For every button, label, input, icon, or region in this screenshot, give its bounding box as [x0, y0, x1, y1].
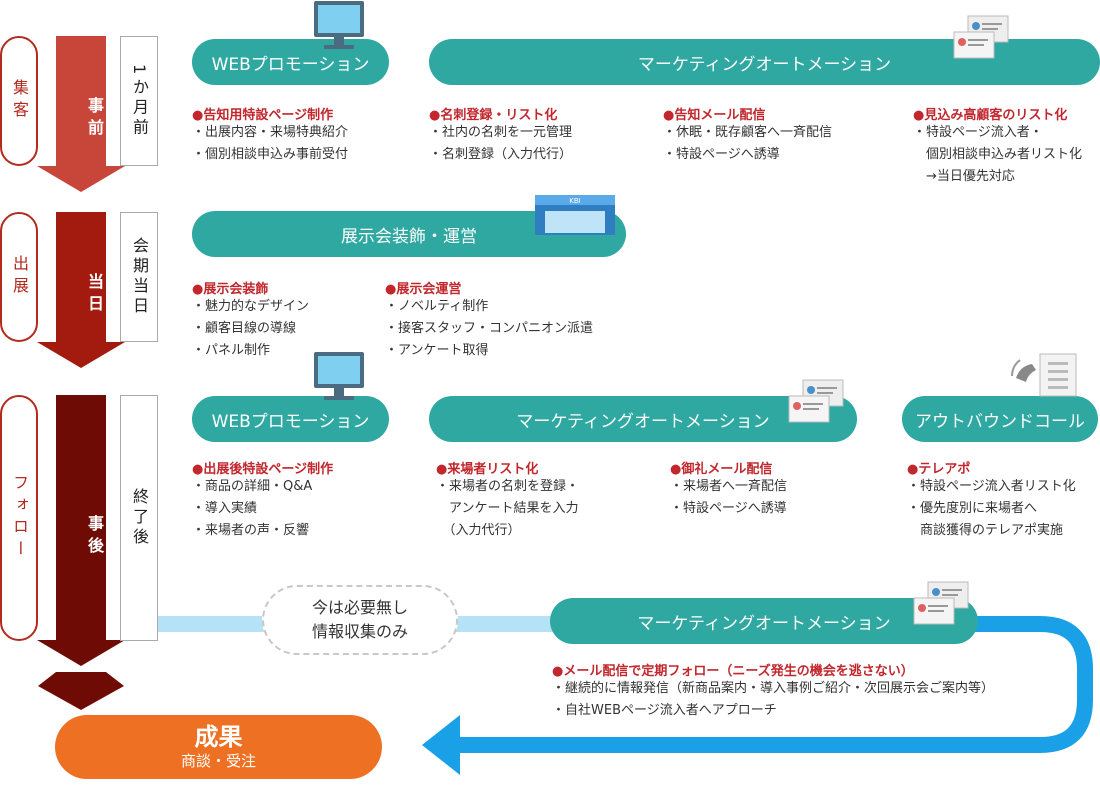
- section-list-prospect-list: ・特設ページ流入者・ 個別相談申込み者リスト化 →当日優先対応: [913, 122, 1082, 188]
- list-item: ・接客スタッフ・コンパニオン派遣: [385, 321, 594, 336]
- list-item: ・来場者の名刺を登録・: [436, 479, 580, 494]
- section-list-booth-design: ・魅力的なデザイン ・顧客目線の導線 ・パネル制作: [192, 296, 309, 362]
- list-item: ・特設ページ流入者リスト化: [907, 479, 1076, 494]
- section-title-visitor-list: ●来場者リスト化: [436, 462, 539, 477]
- list-item: （入力代行）: [436, 523, 521, 538]
- list-item: ・商品の詳細・Q&A: [192, 479, 313, 494]
- phase-label-shukyaku: 集客: [0, 36, 38, 166]
- section-list-card-registration: ・社内の名刺を一元管理 ・名刺登録（入力代行）: [429, 122, 572, 166]
- section-title-prospect-list: ●見込み高顧客のリスト化: [913, 108, 1068, 123]
- goal-result: 成果 商談・受注: [55, 715, 382, 779]
- list-item: ・自社WEBページ流入者へアプローチ: [552, 703, 777, 718]
- arrow-jigo: [37, 395, 125, 666]
- timing-jizen: 事前: [85, 97, 104, 141]
- list-item: ・ノベルティ制作: [385, 299, 489, 314]
- list-item: ・個別相談申込み事前受付: [192, 147, 349, 162]
- section-list-booth-operation: ・ノベルティ制作 ・接客スタッフ・コンパニオン派遣 ・アンケート取得: [385, 296, 593, 362]
- monitor-icon: [314, 352, 364, 400]
- arrow-jizen: [37, 36, 125, 192]
- list-item: ・継続的に情報発信（新商品案内・導入事例ご紹介・次回展示会ご案内等）: [552, 681, 995, 696]
- exhibition-booth-icon: KBI: [535, 195, 615, 235]
- list-item: ・魅力的なデザイン: [192, 299, 310, 314]
- when-1month-before: 1か月前: [120, 36, 158, 166]
- svg-text:KBI: KBI: [569, 197, 580, 205]
- when-event-day: 会期当日: [120, 212, 158, 342]
- timing-toujitsu: 当日: [85, 273, 104, 317]
- section-list-thanks-mail: ・来場者へ一斉配信 ・特設ページへ誘導: [670, 476, 787, 520]
- not-needed-bubble: 今は必要無し 情報収集のみ: [262, 585, 458, 655]
- section-title-regular-follow: ●メール配信で定期フォロー（ニーズ発生の機会を逃さない）: [552, 664, 914, 679]
- goal-title: 成果: [194, 723, 243, 751]
- list-item: ・出展内容・来場特典紹介: [192, 125, 349, 140]
- timing-arrows: [37, 36, 125, 710]
- list-item: ・来場者の声・反響: [192, 523, 310, 538]
- list-item: 商談獲得のテレアポ実施: [907, 523, 1064, 538]
- not-needed-line1: 今は必要無し: [311, 598, 408, 617]
- section-list-announce-page: ・出展内容・来場特典紹介 ・個別相談申込み事前受付: [192, 122, 348, 166]
- when-after: 終了後: [120, 395, 158, 641]
- section-list-regular-follow: ・継続的に情報発信（新商品案内・導入事例ご紹介・次回展示会ご案内等） ・自社WE…: [552, 678, 994, 722]
- return-flow-line: [460, 616, 1093, 753]
- arrow-to-goal: [38, 672, 124, 710]
- timing-jigo: 事後: [85, 515, 104, 559]
- goal-subtitle: 商談・受注: [180, 752, 256, 770]
- list-item: ・名刺登録（入力代行）: [429, 147, 573, 162]
- section-list-announce-mail: ・休眠・既存顧客へ一斉配信 ・特設ページへ誘導: [663, 122, 832, 166]
- phone-checklist-icon: [1011, 353, 1077, 397]
- pill-outbound-call: アウトバウンドコール: [902, 396, 1098, 442]
- business-card-icon: [953, 15, 1009, 59]
- section-title-thanks-mail: ●御礼メール配信: [670, 462, 773, 477]
- section-list-teleappo: ・特設ページ流入者リスト化 ・優先度別に来場者へ 商談獲得のテレアポ実施: [907, 476, 1076, 542]
- list-item: アンケート結果を入力: [436, 501, 579, 516]
- arrow-toujitsu: [37, 212, 125, 368]
- list-item: ・パネル制作: [192, 343, 271, 358]
- section-list-after-page: ・商品の詳細・Q&A ・導入実績 ・来場者の声・反響: [192, 476, 312, 542]
- monitor-icon: [314, 1, 364, 49]
- business-card-icon: [788, 379, 844, 423]
- list-item: ・社内の名刺を一元管理: [429, 125, 573, 140]
- pill-marketing-automation-3: マーケティングオートメーション: [550, 598, 978, 644]
- section-title-announce-mail: ●告知メール配信: [663, 108, 766, 123]
- phase-label-shutten: 出展: [0, 212, 38, 342]
- list-item: ・特設ページへ誘導: [663, 147, 780, 162]
- list-item: ・優先度別に来場者へ: [907, 501, 1038, 516]
- list-item: ・来場者へ一斉配信: [670, 479, 788, 494]
- list-item: ・特設ページ流入者・: [913, 125, 1043, 140]
- section-title-after-page: ●出展後特設ページ制作: [192, 462, 334, 477]
- section-title-booth-design: ●展示会装飾: [192, 282, 269, 297]
- list-item: ・休眠・既存顧客へ一斉配信: [663, 125, 833, 140]
- list-item: ・アンケート取得: [385, 343, 489, 358]
- list-item: ・特設ページへ誘導: [670, 501, 787, 516]
- list-item: 個別相談申込み者リスト化: [913, 147, 1083, 162]
- list-item: ・顧客目線の導線: [192, 321, 297, 336]
- list-item: →当日優先対応: [913, 169, 1015, 184]
- business-card-icon: [913, 581, 969, 625]
- section-title-card-registration: ●名刺登録・リスト化: [429, 108, 558, 123]
- section-title-teleappo: ●テレアポ: [907, 462, 971, 477]
- section-list-visitor-list: ・来場者の名刺を登録・ アンケート結果を入力 （入力代行）: [436, 476, 579, 542]
- phase-label-follow: フォロー: [0, 395, 38, 641]
- pill-web-promotion-2: WEBプロモーション: [192, 396, 389, 442]
- list-item: ・導入実績: [192, 501, 258, 516]
- not-needed-line2: 情報収集のみ: [311, 622, 408, 641]
- pill-marketing-automation-2: マーケティングオートメーション: [429, 396, 857, 442]
- pill-web-promotion-1: WEBプロモーション: [192, 39, 389, 85]
- return-arrow-head: [422, 715, 460, 775]
- section-title-booth-operation: ●展示会運営: [385, 282, 462, 297]
- section-title-announce-page: ●告知用特設ページ制作: [192, 108, 334, 123]
